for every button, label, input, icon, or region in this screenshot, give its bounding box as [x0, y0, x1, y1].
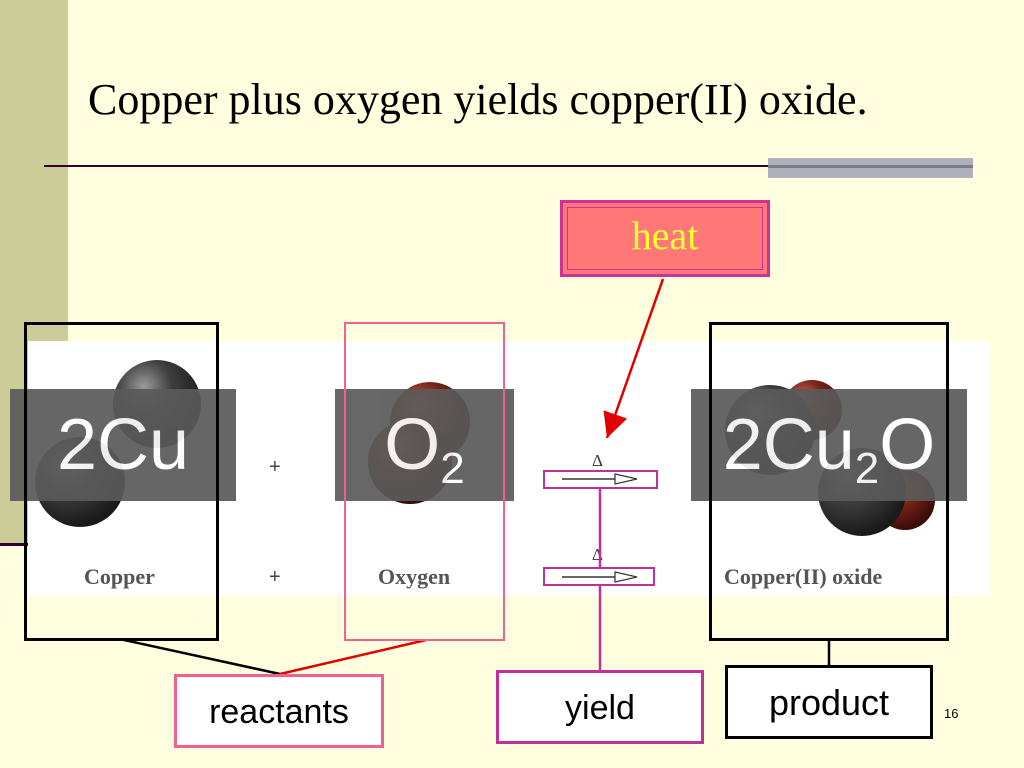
heat-symbol-top: Δ	[592, 451, 603, 470]
copper-highlight-box	[24, 322, 219, 641]
caption-plus-sign: +	[269, 566, 281, 588]
slide-page-number: 16	[944, 706, 959, 721]
title-divider-accent	[768, 158, 973, 178]
left-divider	[0, 543, 30, 546]
oxygen-highlight-box	[344, 322, 505, 641]
title-divider	[44, 165, 772, 167]
reactant-oxygen-formula: O2	[335, 389, 514, 501]
heat-symbol-bottom: Δ	[592, 545, 603, 564]
reaction-arrowhead-icon	[614, 473, 638, 485]
slide-title: Copper plus oxygen yields copper(II) oxi…	[88, 75, 868, 124]
product-formula: 2Cu2O	[691, 389, 967, 501]
heat-pointer-arrow	[603, 278, 665, 439]
product-label: product	[725, 665, 933, 739]
caption-copper: Copper	[84, 564, 155, 589]
reactant-copper-formula: 2Cu	[10, 389, 236, 501]
equation-plus-sign: +	[269, 456, 281, 478]
heat-label-text: heat	[631, 213, 699, 258]
yield-label: yield	[496, 670, 704, 744]
title-divider-accent-line	[768, 165, 973, 168]
caption-oxygen: Oxygen	[378, 564, 451, 589]
reactants-connector-black	[123, 638, 281, 676]
heat-label-box: heat	[560, 200, 770, 277]
heat-label-inner-border	[567, 207, 763, 270]
product-highlight-box	[709, 322, 949, 641]
reactants-connector-red	[279, 638, 427, 676]
caption-copper-ii-oxide: Copper(II) oxide	[724, 564, 883, 589]
reaction-arrowhead-icon	[614, 571, 638, 583]
reactants-label: reactants	[174, 674, 384, 748]
